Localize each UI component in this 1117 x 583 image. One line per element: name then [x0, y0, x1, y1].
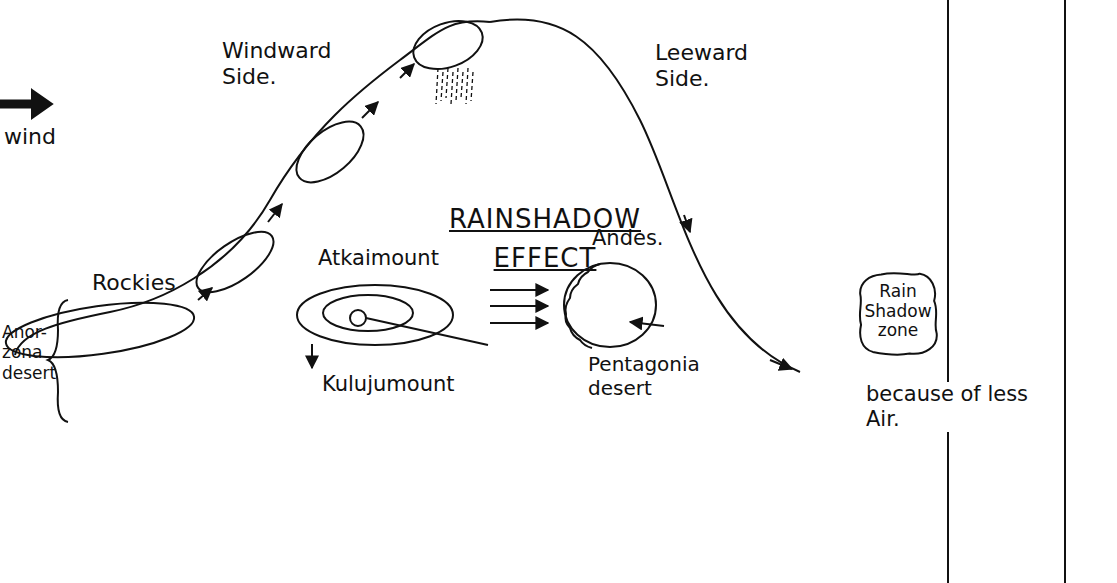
- text-label: Rockies: [92, 270, 202, 296]
- rain-stroke: [466, 68, 468, 104]
- flow-arrow: [198, 288, 212, 300]
- wind-arrow: [0, 100, 36, 109]
- mountain-spiral: [297, 285, 453, 345]
- border-line: [947, 0, 949, 583]
- mountain-spiral: [350, 310, 366, 326]
- rainshadow-zone-blob: Rain Shadow zone: [856, 272, 940, 357]
- text-label: because of less Air.: [866, 382, 1036, 432]
- text-label: Atkaimount: [318, 246, 468, 271]
- wind-arrow-small: [490, 289, 548, 291]
- flow-arrow: [268, 204, 282, 222]
- rain-stroke: [451, 72, 453, 104]
- wind-arrow: [32, 90, 52, 118]
- cloud: [286, 110, 374, 194]
- wind-arrow-small: [490, 305, 548, 307]
- andes-ridge: [566, 264, 601, 348]
- rain-stroke: [471, 72, 473, 101]
- cloud: [187, 221, 283, 304]
- text-label: Pentagonia desert: [588, 352, 698, 400]
- mountain-spiral: [366, 318, 488, 345]
- rain-stroke: [456, 68, 458, 101]
- rain-hatching: [436, 68, 473, 104]
- text-label: Andes.: [592, 226, 692, 251]
- text-label: Anor-zona desert: [2, 322, 56, 383]
- border-line: [1064, 0, 1066, 583]
- rain-stroke: [441, 72, 443, 101]
- pointer-arrow: [311, 344, 313, 368]
- rain-stroke: [436, 68, 438, 104]
- wind-arrow-small: [490, 322, 548, 324]
- flow-arrow: [362, 102, 378, 118]
- flow-arrow: [400, 64, 414, 78]
- rain-stroke: [461, 72, 463, 98]
- flow-arrow: [770, 360, 792, 369]
- text-label: wind: [4, 124, 84, 150]
- text-label: Leeward Side.: [655, 40, 785, 93]
- rain-stroke: [446, 68, 448, 98]
- leeward-slope: [490, 19, 800, 372]
- text-label: Windward Side.: [222, 38, 352, 91]
- windward-slope: [15, 21, 490, 355]
- pointer-arrow: [630, 322, 664, 326]
- zone-label: Rain Shadow zone: [856, 272, 940, 351]
- flow-arrow: [684, 215, 690, 232]
- text-label: Kulujumount: [322, 372, 482, 397]
- andes-outline: [564, 263, 656, 347]
- bracket: [48, 300, 68, 422]
